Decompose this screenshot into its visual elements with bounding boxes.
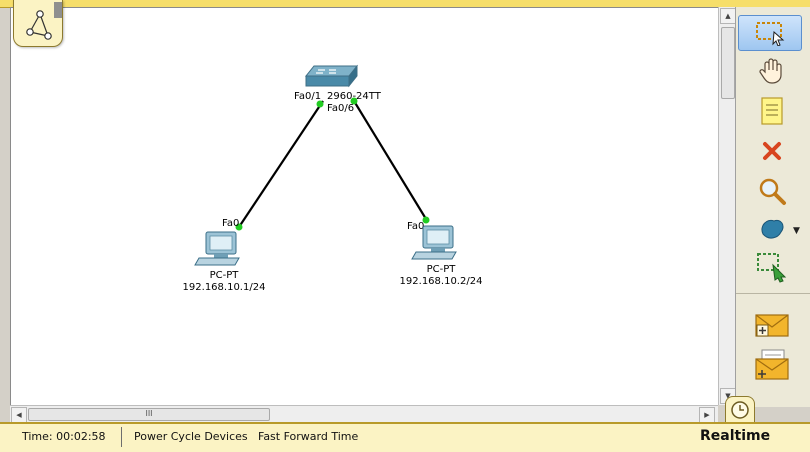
scroll-right-arrow-icon[interactable]: ▶ [699,407,715,423]
add-simple-pdu-tool-button[interactable] [750,309,794,341]
pc-name-label: PC-PT [427,264,457,275]
link-light-switch-fa0-1 [316,100,324,108]
resize-shape-tool-button[interactable] [750,251,794,283]
select-icon [756,22,785,46]
x-icon [763,142,781,160]
magnifier-icon [759,178,786,205]
link-light-pc1 [422,216,430,224]
pc-icon [411,225,457,260]
common-tools-bar: ▼ [735,7,810,407]
inspect-tool-button[interactable] [750,175,794,207]
resize-arrow-icon [757,253,787,283]
scroll-up-arrow-icon[interactable]: ▲ [720,8,736,24]
draw-shape-tool-button[interactable] [750,213,794,245]
shape-blob-icon [761,219,784,239]
hand-icon [759,58,782,84]
logical-view-tab[interactable] [13,0,63,47]
add-complex-pdu-tool-button[interactable] [750,349,794,381]
power-cycle-devices-button[interactable]: Power Cycle Devices [134,430,248,443]
select-tool-button[interactable] [738,15,802,51]
pc-device[interactable]: Fa0 PC-PT 192.168.10.2/24 [400,221,483,287]
link-light-switch-fa0-6 [350,97,358,105]
shape-dropdown-arrow-icon[interactable]: ▼ [793,226,800,236]
link-light-pc0 [235,223,243,231]
link-switch-pc0[interactable] [238,100,324,228]
move-layout-tool-button[interactable] [750,55,794,87]
scroll-left-arrow-icon[interactable]: ◀ [11,407,27,423]
clock-icon [731,401,749,419]
status-bar: Time: 00:02:58 Power Cycle Devices Fast … [0,422,810,452]
horizontal-scroll-thumb[interactable]: III [28,408,270,421]
pc-port-label: Fa0 [222,218,239,229]
logical-topology-icon [26,2,62,40]
pc-ip-label: 192.168.10.2/24 [400,276,483,287]
horizontal-scrollbar[interactable]: ◀ III ▶ [10,405,718,423]
pc-name-label: PC-PT [210,270,240,281]
switch-model-label: 2960-24TT [327,91,382,102]
vertical-scroll-thumb[interactable] [721,27,735,99]
link-switch-pc1[interactable] [353,100,427,220]
vertical-scrollbar[interactable]: ▲ ▼ [718,7,736,405]
switch-port-label-left: Fa0/1 [294,91,321,102]
logical-workspace[interactable]: Fa0/1 2960-24TT Fa0/6 Fa0 PC-PT 192.168.… [10,7,718,406]
switch-device[interactable]: Fa0/1 2960-24TT Fa0/6 [294,64,382,114]
fast-forward-time-button[interactable]: Fast Forward Time [258,430,359,443]
place-note-tool-button[interactable] [750,95,794,127]
status-divider [121,427,122,447]
topology-canvas[interactable]: Fa0/1 2960-24TT Fa0/6 Fa0 PC-PT 192.168.… [11,8,718,406]
note-icon [761,97,783,125]
delete-tool-button[interactable] [750,135,794,167]
pc-ip-label: 192.168.10.1/24 [183,282,266,293]
switch-port-label-right: Fa0/6 [327,103,354,114]
simulation-time: Time: 00:02:58 [22,430,106,443]
toolbar-separator [736,293,810,294]
envelope-doc-icon [755,349,789,380]
pc-device[interactable]: Fa0 PC-PT 192.168.10.1/24 [183,218,266,293]
realtime-mode-label: Realtime [700,428,771,444]
realtime-mode-tab[interactable] [725,396,755,425]
pc-port-label: Fa0 [407,221,424,232]
pc-icon [194,231,240,266]
envelope-plus-icon [755,314,789,337]
switch-icon [304,64,359,88]
